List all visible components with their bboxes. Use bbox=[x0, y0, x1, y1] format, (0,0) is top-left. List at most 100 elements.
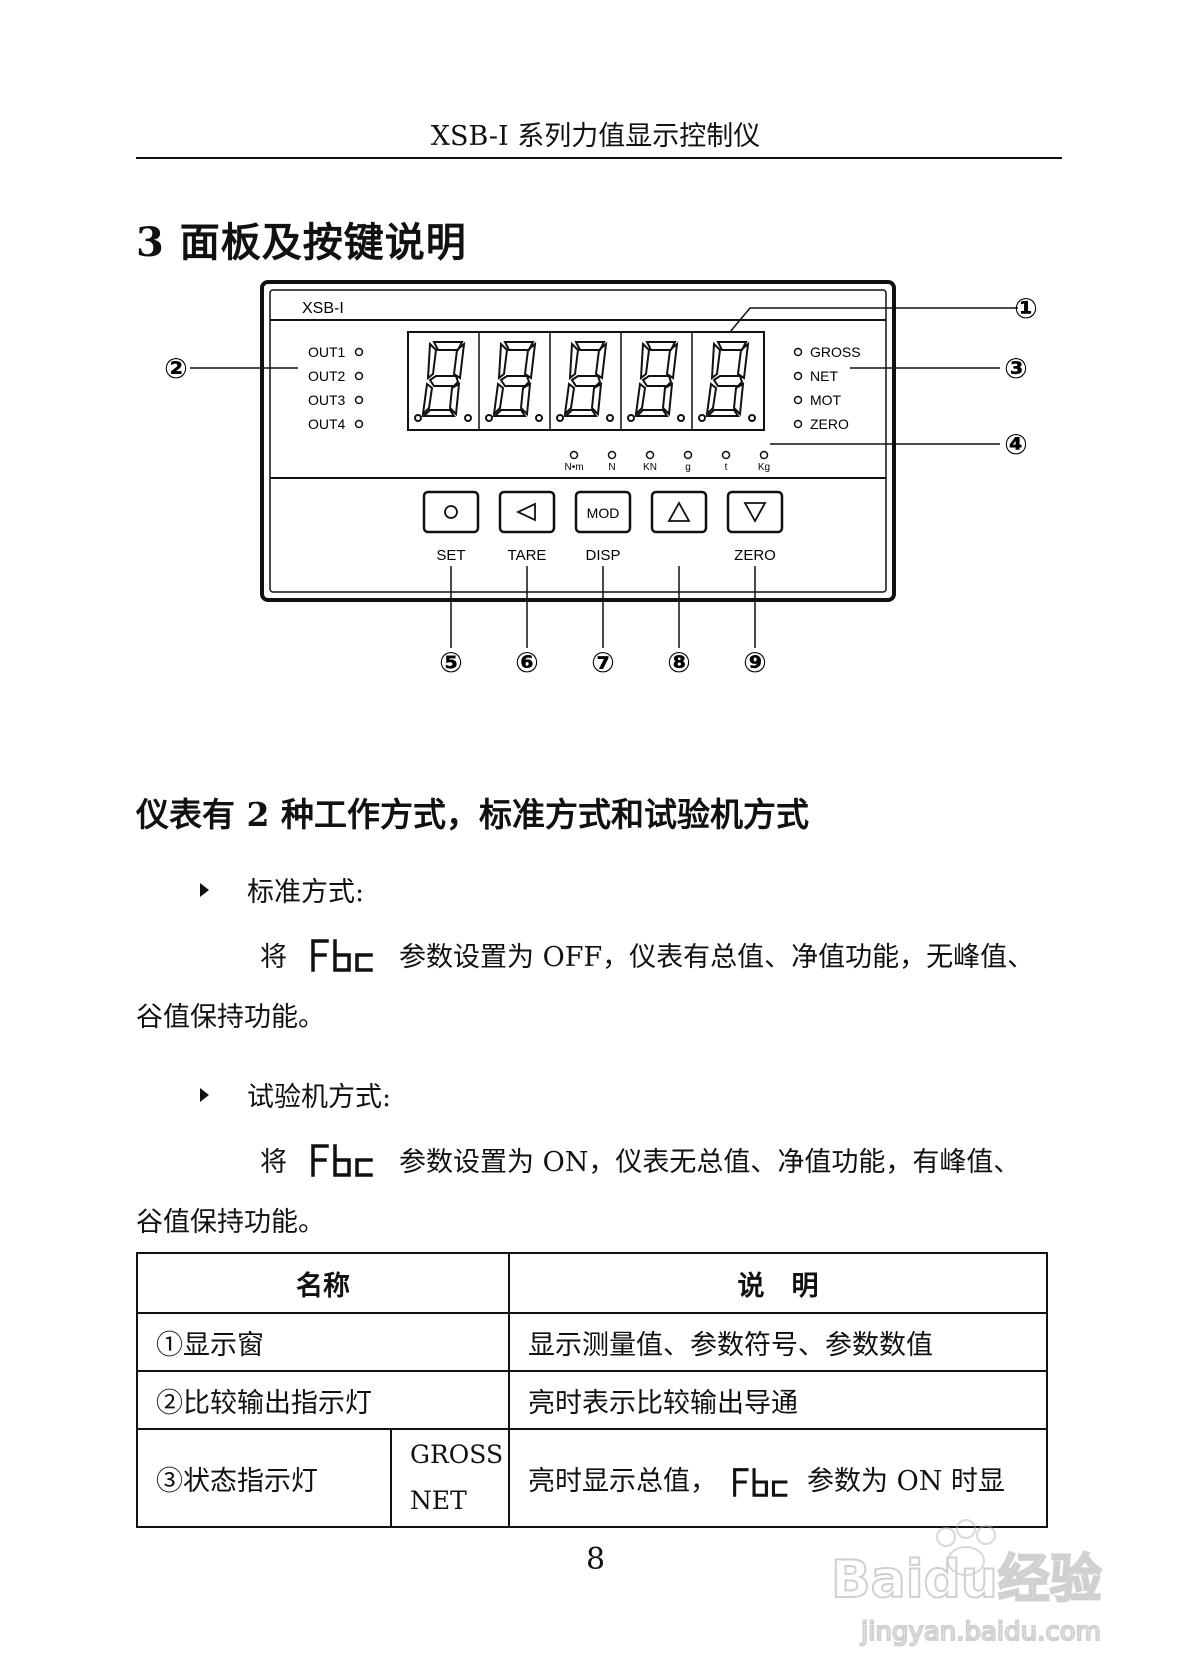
table-cell-name: ①显示窗 bbox=[136, 1312, 510, 1372]
watermark-brand: Baidu经验 bbox=[831, 1550, 1102, 1610]
column-header-description: 说 明 bbox=[508, 1252, 1048, 1314]
status-label: ZERO bbox=[810, 416, 849, 432]
led-indicator bbox=[354, 371, 364, 381]
status-label: NET bbox=[810, 368, 838, 384]
table-cell-name: ②比较输出指示灯 bbox=[136, 1370, 510, 1430]
mod-button bbox=[574, 490, 632, 534]
table-cell-desc: 显示测量值、参数符号、参数数值 bbox=[508, 1312, 1048, 1372]
watermark-url: jingyan.baidu.com bbox=[860, 1617, 1101, 1647]
table-row: ②比较输出指示灯 亮时表示比较输出导通 bbox=[136, 1370, 1048, 1430]
callout-3: ③ bbox=[1004, 352, 1028, 385]
desc-suffix: 参数为 ON 时显 bbox=[807, 1465, 1005, 1497]
baidu-watermark-logo: Baidu经验 jingyan.baidu.com bbox=[830, 1519, 1103, 1648]
led-indicator bbox=[793, 419, 803, 429]
out-label: OUT4 bbox=[308, 416, 346, 432]
status-indicators: GROSS NET MOT ZERO bbox=[793, 344, 861, 432]
callout-4: ④ bbox=[1004, 428, 1028, 461]
callout-7: ⑦ bbox=[591, 646, 615, 679]
table-header-row: 名称 说 明 bbox=[136, 1252, 1048, 1314]
callout-2: ② bbox=[164, 352, 188, 385]
led-indicator bbox=[354, 395, 364, 405]
tester-paragraph: 将 参数设置为 ON，仪表无总值、净值功能，有峰值、 bbox=[260, 1140, 1020, 1179]
button-label: DISP bbox=[585, 547, 620, 564]
tester-paragraph-continued: 谷值保持功能。 bbox=[136, 1207, 325, 1238]
panel-function-table: 名称 说 明 ①显示窗 显示测量值、参数符号、参数数值 ②比较输出指示灯 亮时表… bbox=[136, 1252, 1048, 1528]
para-prefix: 将 bbox=[260, 1147, 287, 1178]
unit-label: t bbox=[725, 462, 728, 473]
led-indicator bbox=[793, 371, 803, 381]
standard-paragraph-continued: 谷值保持功能。 bbox=[136, 1002, 325, 1033]
button-label: ZERO bbox=[734, 547, 776, 564]
up-button bbox=[650, 490, 708, 534]
status-net-label: NET bbox=[410, 1486, 467, 1515]
table-cell-desc: 亮时表示比较输出导通 bbox=[508, 1370, 1048, 1430]
unit-indicators: N•m N KN g t Kg bbox=[564, 450, 770, 473]
up-triangle-icon bbox=[667, 501, 691, 522]
set-button bbox=[422, 490, 480, 534]
bullet-label: 标准方式: bbox=[247, 877, 365, 908]
callout-6: ⑥ bbox=[515, 646, 539, 679]
down-triangle-icon bbox=[743, 502, 767, 523]
callout-8: ⑧ bbox=[667, 646, 691, 679]
led-indicator bbox=[354, 347, 364, 357]
bullet-tester-mode: 试验机方式: bbox=[200, 1075, 391, 1114]
unit-label: N bbox=[608, 462, 615, 473]
para-suffix: 参数设置为 ON，仪表无总值、净值功能，有峰值、 bbox=[399, 1147, 1021, 1178]
header-divider bbox=[136, 157, 1062, 159]
fbc-segment-icon bbox=[733, 1468, 788, 1497]
table-cell-sub: GROSS NET bbox=[390, 1428, 510, 1528]
seven-segment-display bbox=[407, 331, 765, 431]
led-indicator bbox=[793, 347, 803, 357]
unit-label: KN bbox=[643, 462, 657, 473]
section-heading: 3 面板及按键说明 bbox=[136, 219, 467, 266]
down-button bbox=[726, 490, 784, 534]
bullet-standard-mode: 标准方式: bbox=[200, 870, 364, 909]
mod-label: MOD bbox=[587, 505, 620, 521]
column-header-name: 名称 bbox=[136, 1252, 510, 1314]
digit-8 bbox=[485, 341, 543, 422]
para-prefix: 将 bbox=[260, 942, 287, 973]
table-cell-name: ③状态指示灯 bbox=[136, 1428, 392, 1528]
digit-8 bbox=[698, 341, 756, 422]
bullet-arrow-icon bbox=[200, 882, 209, 897]
standard-paragraph: 将 参数设置为 OFF，仪表有总值、净值功能，无峰值、 bbox=[260, 935, 1034, 974]
table-row: ③状态指示灯 GROSS NET 亮时显示总值， 参数为 ON 时显 bbox=[136, 1428, 1048, 1528]
out-label: OUT2 bbox=[308, 368, 346, 384]
panel-frame bbox=[260, 280, 896, 602]
led-indicator bbox=[793, 395, 803, 405]
digit-8 bbox=[627, 341, 685, 422]
desc-prefix: 亮时显示总值， bbox=[528, 1465, 717, 1497]
document-header-title: XSB-I 系列力值显示控制仪 bbox=[430, 121, 761, 152]
button-label: TARE bbox=[508, 547, 547, 564]
panel-buttons: MOD SET TARE DISP ZERO bbox=[422, 490, 784, 564]
led-indicator bbox=[354, 419, 364, 429]
para-suffix: 参数设置为 OFF，仪表有总值、净值功能，无峰值、 bbox=[399, 942, 1035, 973]
out-label: OUT1 bbox=[308, 344, 346, 360]
bullet-arrow-icon bbox=[200, 1087, 209, 1102]
status-label: MOT bbox=[810, 392, 842, 408]
unit-label: N•m bbox=[564, 462, 583, 473]
table-cell-desc: 亮时显示总值， 参数为 ON 时显 bbox=[508, 1428, 1048, 1528]
tare-button bbox=[498, 490, 556, 534]
callout-leaders bbox=[190, 307, 1018, 648]
output-indicators: OUT1 OUT2 OUT3 OUT4 bbox=[308, 344, 364, 432]
callout-5: ⑤ bbox=[439, 646, 463, 679]
panel-model-label: XSB-I bbox=[302, 300, 344, 317]
fbc-segment-icon bbox=[311, 938, 373, 972]
bullet-label: 试验机方式: bbox=[247, 1082, 392, 1113]
callout-9: ⑨ bbox=[743, 646, 767, 679]
fbc-segment-icon bbox=[311, 1143, 373, 1177]
digit-8 bbox=[414, 341, 472, 422]
callout-numbers: ① ② ③ ④ ⑤ ⑥ ⑦ ⑧ ⑨ bbox=[164, 292, 1038, 679]
unit-label: Kg bbox=[758, 462, 770, 473]
digit-8 bbox=[556, 341, 614, 422]
out-label: OUT3 bbox=[308, 392, 346, 408]
left-triangle-icon bbox=[515, 502, 536, 522]
unit-label: g bbox=[685, 462, 691, 473]
table-row: ①显示窗 显示测量值、参数符号、参数数值 bbox=[136, 1312, 1048, 1372]
status-label: GROSS bbox=[810, 344, 861, 360]
button-label: SET bbox=[436, 547, 465, 564]
page-number: 8 bbox=[585, 1542, 606, 1577]
set-symbol-icon bbox=[444, 505, 458, 519]
front-panel-diagram: XSB-I OUT1 OUT2 OUT3 OUT4 bbox=[164, 280, 1038, 679]
